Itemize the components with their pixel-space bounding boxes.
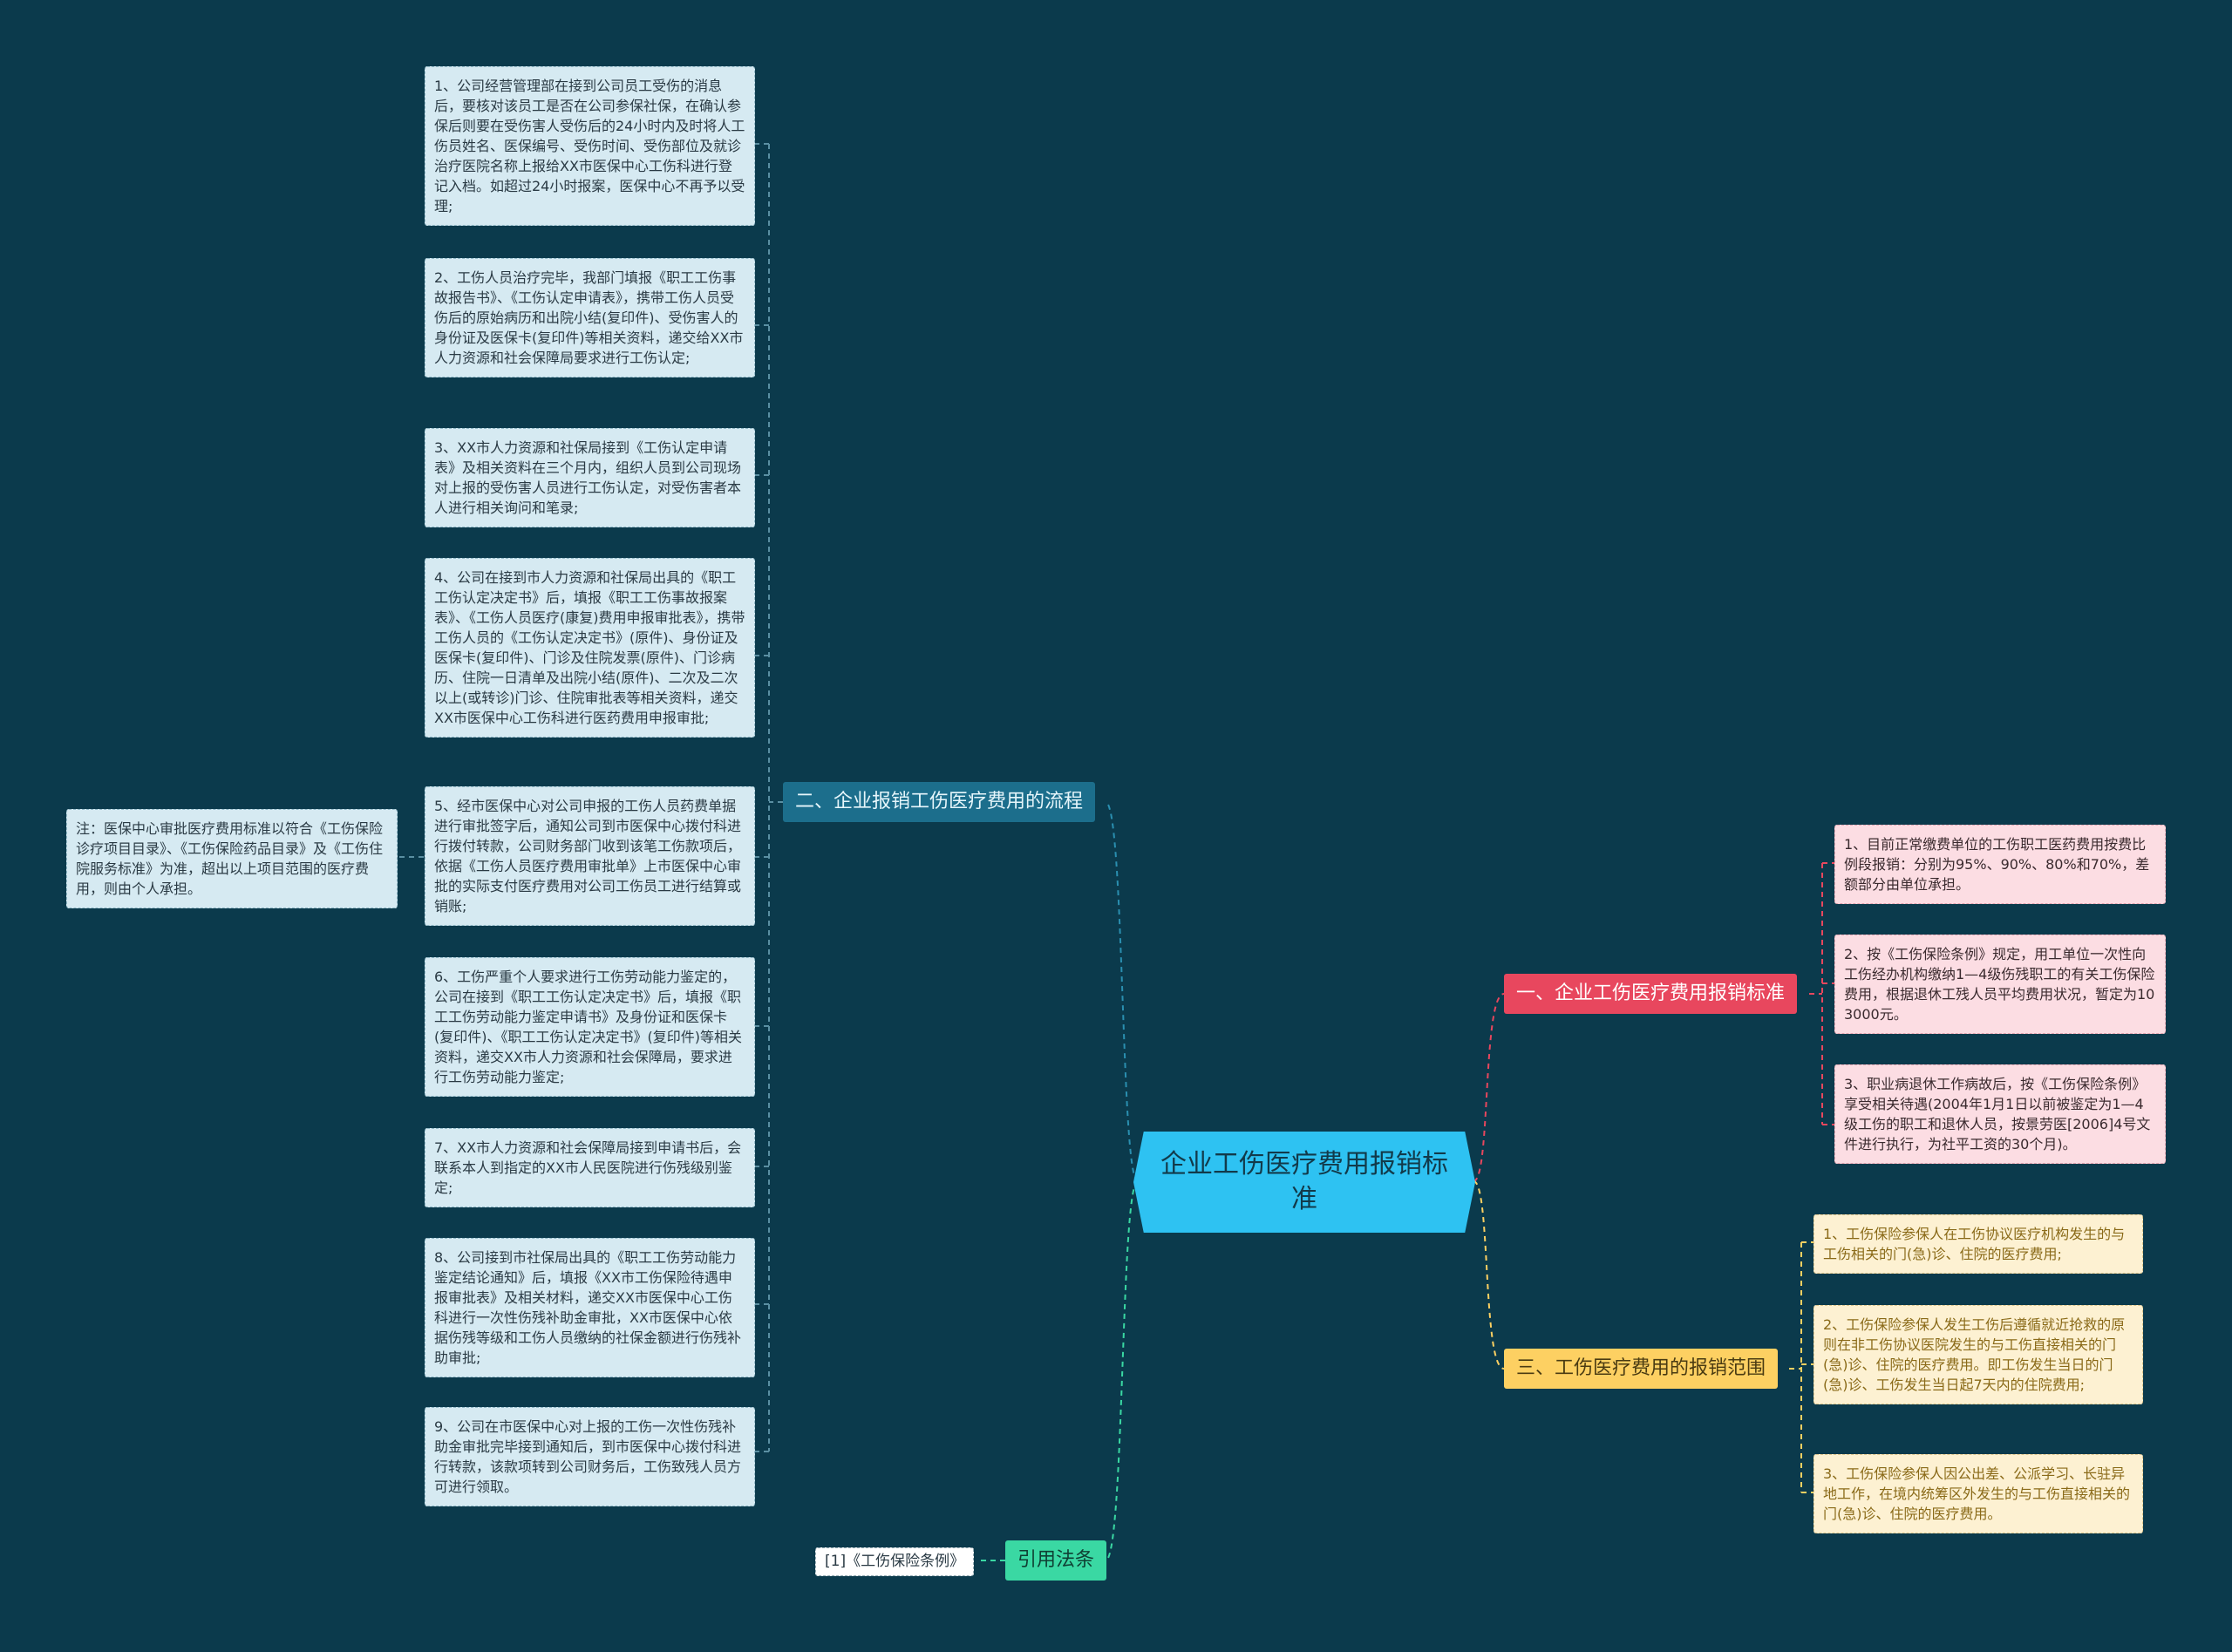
link-root-standard xyxy=(1473,993,1505,1182)
process-step-2[interactable]: 2、工伤人员治疗完毕，我部门填报《职工工伤事故报告书》、《工伤认定申请表》，携带… xyxy=(425,258,755,377)
law-ref-1-text: [1]《工伤保险条例》 xyxy=(825,1553,965,1570)
branch-standard[interactable]: 一、企业工伤医疗费用报销标准 xyxy=(1504,974,1798,1014)
process-step-1-text: 1、公司经营管理部在接到公司员工受伤的消息后，要核对该员工是否在公司参保社保，在… xyxy=(434,78,745,214)
standard-item-2-text: 2、按《工伤保险条例》规定，用工单位一次性向工伤经办机构缴纳1—4级伤残职工的有… xyxy=(1844,946,2155,1023)
scope-item-3-text: 3、工伤保险参保人因公出差、公派学习、长驻异地工作，在境内统筹区外发生的与工伤直… xyxy=(1823,1465,2131,1522)
root-topic[interactable]: 企业工伤医疗费用报销标准 xyxy=(1133,1132,1475,1233)
link-scope-spine xyxy=(1789,1242,1802,1492)
process-step-3-text: 3、XX市人力资源和社保局接到《工伤认定申请表》及相关资料在三个月内，组织人员到… xyxy=(434,439,742,516)
process-step-5[interactable]: 5、经市医保中心对公司申报的工伤人员药费单据进行审批签字后，通知公司到市医保中心… xyxy=(425,786,755,926)
process-step-7[interactable]: 7、XX市人力资源和社会保障局接到申请书后，会联系本人到指定的XX市人民医院进行… xyxy=(425,1128,755,1207)
scope-item-2-text: 2、工伤保险参保人发生工伤后遵循就近抢救的原则在非工伤协议医院发生的与工伤直接相… xyxy=(1823,1316,2126,1393)
process-step-9-text: 9、公司在市医保中心对上报的工伤一次性伤残补助金审批完毕接到通知后，到市医保中心… xyxy=(434,1418,742,1495)
process-step-6-text: 6、工伤严重个人要求进行工伤劳动能力鉴定的，公司在接到《职工工伤认定决定书》后，… xyxy=(434,969,742,1085)
branch-standard-label: 一、企业工伤医疗费用报销标准 xyxy=(1516,982,1786,1004)
process-step-9[interactable]: 9、公司在市医保中心对上报的工伤一次性伤残补助金审批完毕接到通知后，到市医保中心… xyxy=(425,1407,755,1506)
process-step-4-text: 4、公司在接到市人力资源和社保局出具的《职工工伤认定决定书》后，填报《职工工伤事… xyxy=(434,569,745,726)
scope-item-2[interactable]: 2、工伤保险参保人发生工伤后遵循就近抢救的原则在非工伤协议医院发生的与工伤直接相… xyxy=(1814,1305,2143,1404)
scope-item-1-text: 1、工伤保险参保人在工伤协议医疗机构发生的与工伤相关的门(急)诊、住院的医疗费用… xyxy=(1823,1226,2126,1262)
standard-item-2[interactable]: 2、按《工伤保险条例》规定，用工单位一次性向工伤经办机构缴纳1—4级伤残职工的有… xyxy=(1834,935,2166,1034)
link-root-scope xyxy=(1473,1180,1505,1370)
law-ref-1[interactable]: [1]《工伤保险条例》 xyxy=(815,1547,975,1576)
link-root-process xyxy=(1105,801,1139,1182)
process-step-4[interactable]: 4、公司在接到市人力资源和社保局出具的《职工工伤认定决定书》后，填报《职工工伤事… xyxy=(425,558,755,738)
process-step-5-text: 5、经市医保中心对公司申报的工伤人员药费单据进行审批签字后，通知公司到市医保中心… xyxy=(434,798,742,914)
process-step-1[interactable]: 1、公司经营管理部在接到公司员工受伤的消息后，要核对该员工是否在公司参保社保，在… xyxy=(425,66,755,226)
standard-item-1[interactable]: 1、目前正常缴费单位的工伤职工医药费用按费比例段报销：分别为95%、90%、80… xyxy=(1834,825,2166,904)
standard-item-3[interactable]: 3、职业病退休工作病故后，按《工伤保险条例》享受相关待遇(2004年1月1日以前… xyxy=(1834,1064,2166,1164)
branch-process-label: 二、企业报销工伤医疗费用的流程 xyxy=(795,791,1084,812)
process-step-8-text: 8、公司接到市社保局出具的《职工工伤劳动能力鉴定结论通知》后，填报《XX市工伤保… xyxy=(434,1249,742,1366)
branch-law[interactable]: 引用法条 xyxy=(1005,1540,1107,1581)
link-process-spine xyxy=(768,144,783,1451)
branch-scope-label: 三、工伤医疗费用的报销范围 xyxy=(1516,1357,1766,1379)
link-root-law xyxy=(1105,1180,1139,1561)
process-step-3[interactable]: 3、XX市人力资源和社保局接到《工伤认定申请表》及相关资料在三个月内，组织人员到… xyxy=(425,428,755,527)
standard-item-3-text: 3、职业病退休工作病故后，按《工伤保险条例》享受相关待遇(2004年1月1日以前… xyxy=(1844,1076,2151,1152)
process-step-2-text: 2、工伤人员治疗完毕，我部门填报《职工工伤事故报告书》、《工伤认定申请表》，携带… xyxy=(434,269,744,366)
link-standard-spine xyxy=(1809,863,1823,1125)
process-step-6[interactable]: 6、工伤严重个人要求进行工伤劳动能力鉴定的，公司在接到《职工工伤认定决定书》后，… xyxy=(425,957,755,1097)
scope-item-3[interactable]: 3、工伤保险参保人因公出差、公派学习、长驻异地工作，在境内统筹区外发生的与工伤直… xyxy=(1814,1454,2143,1533)
process-step-7-text: 7、XX市人力资源和社会保障局接到申请书后，会联系本人到指定的XX市人民医院进行… xyxy=(434,1139,742,1196)
scope-item-1[interactable]: 1、工伤保险参保人在工伤协议医疗机构发生的与工伤相关的门(急)诊、住院的医疗费用… xyxy=(1814,1214,2143,1274)
standard-item-1-text: 1、目前正常缴费单位的工伤职工医药费用按费比例段报销：分别为95%、90%、80… xyxy=(1844,836,2150,893)
root-title: 企业工伤医疗费用报销标准 xyxy=(1160,1149,1448,1214)
branch-law-label: 引用法条 xyxy=(1017,1549,1095,1571)
branch-scope[interactable]: 三、工伤医疗费用的报销范围 xyxy=(1504,1349,1779,1389)
process-note[interactable]: 注：医保中心审批医疗费用标准以符合《工伤保险诊疗项目目录》、《工伤保险药品目录》… xyxy=(66,809,398,908)
process-note-text: 注：医保中心审批医疗费用标准以符合《工伤保险诊疗项目目录》、《工伤保险药品目录》… xyxy=(76,820,384,897)
branch-process[interactable]: 二、企业报销工伤医疗费用的流程 xyxy=(783,782,1096,822)
process-step-8[interactable]: 8、公司接到市社保局出具的《职工工伤劳动能力鉴定结论通知》后，填报《XX市工伤保… xyxy=(425,1238,755,1377)
